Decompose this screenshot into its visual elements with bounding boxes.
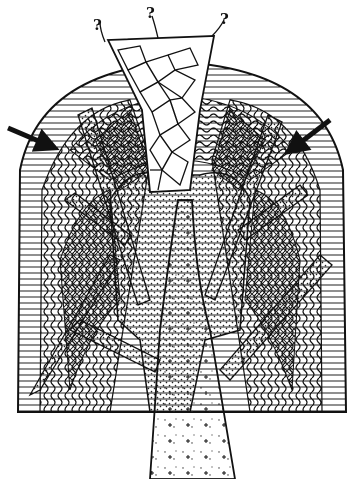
question-mark-right: ?	[220, 10, 229, 28]
question-mark-left: ?	[93, 16, 102, 34]
question-mark-center: ?	[146, 4, 155, 22]
